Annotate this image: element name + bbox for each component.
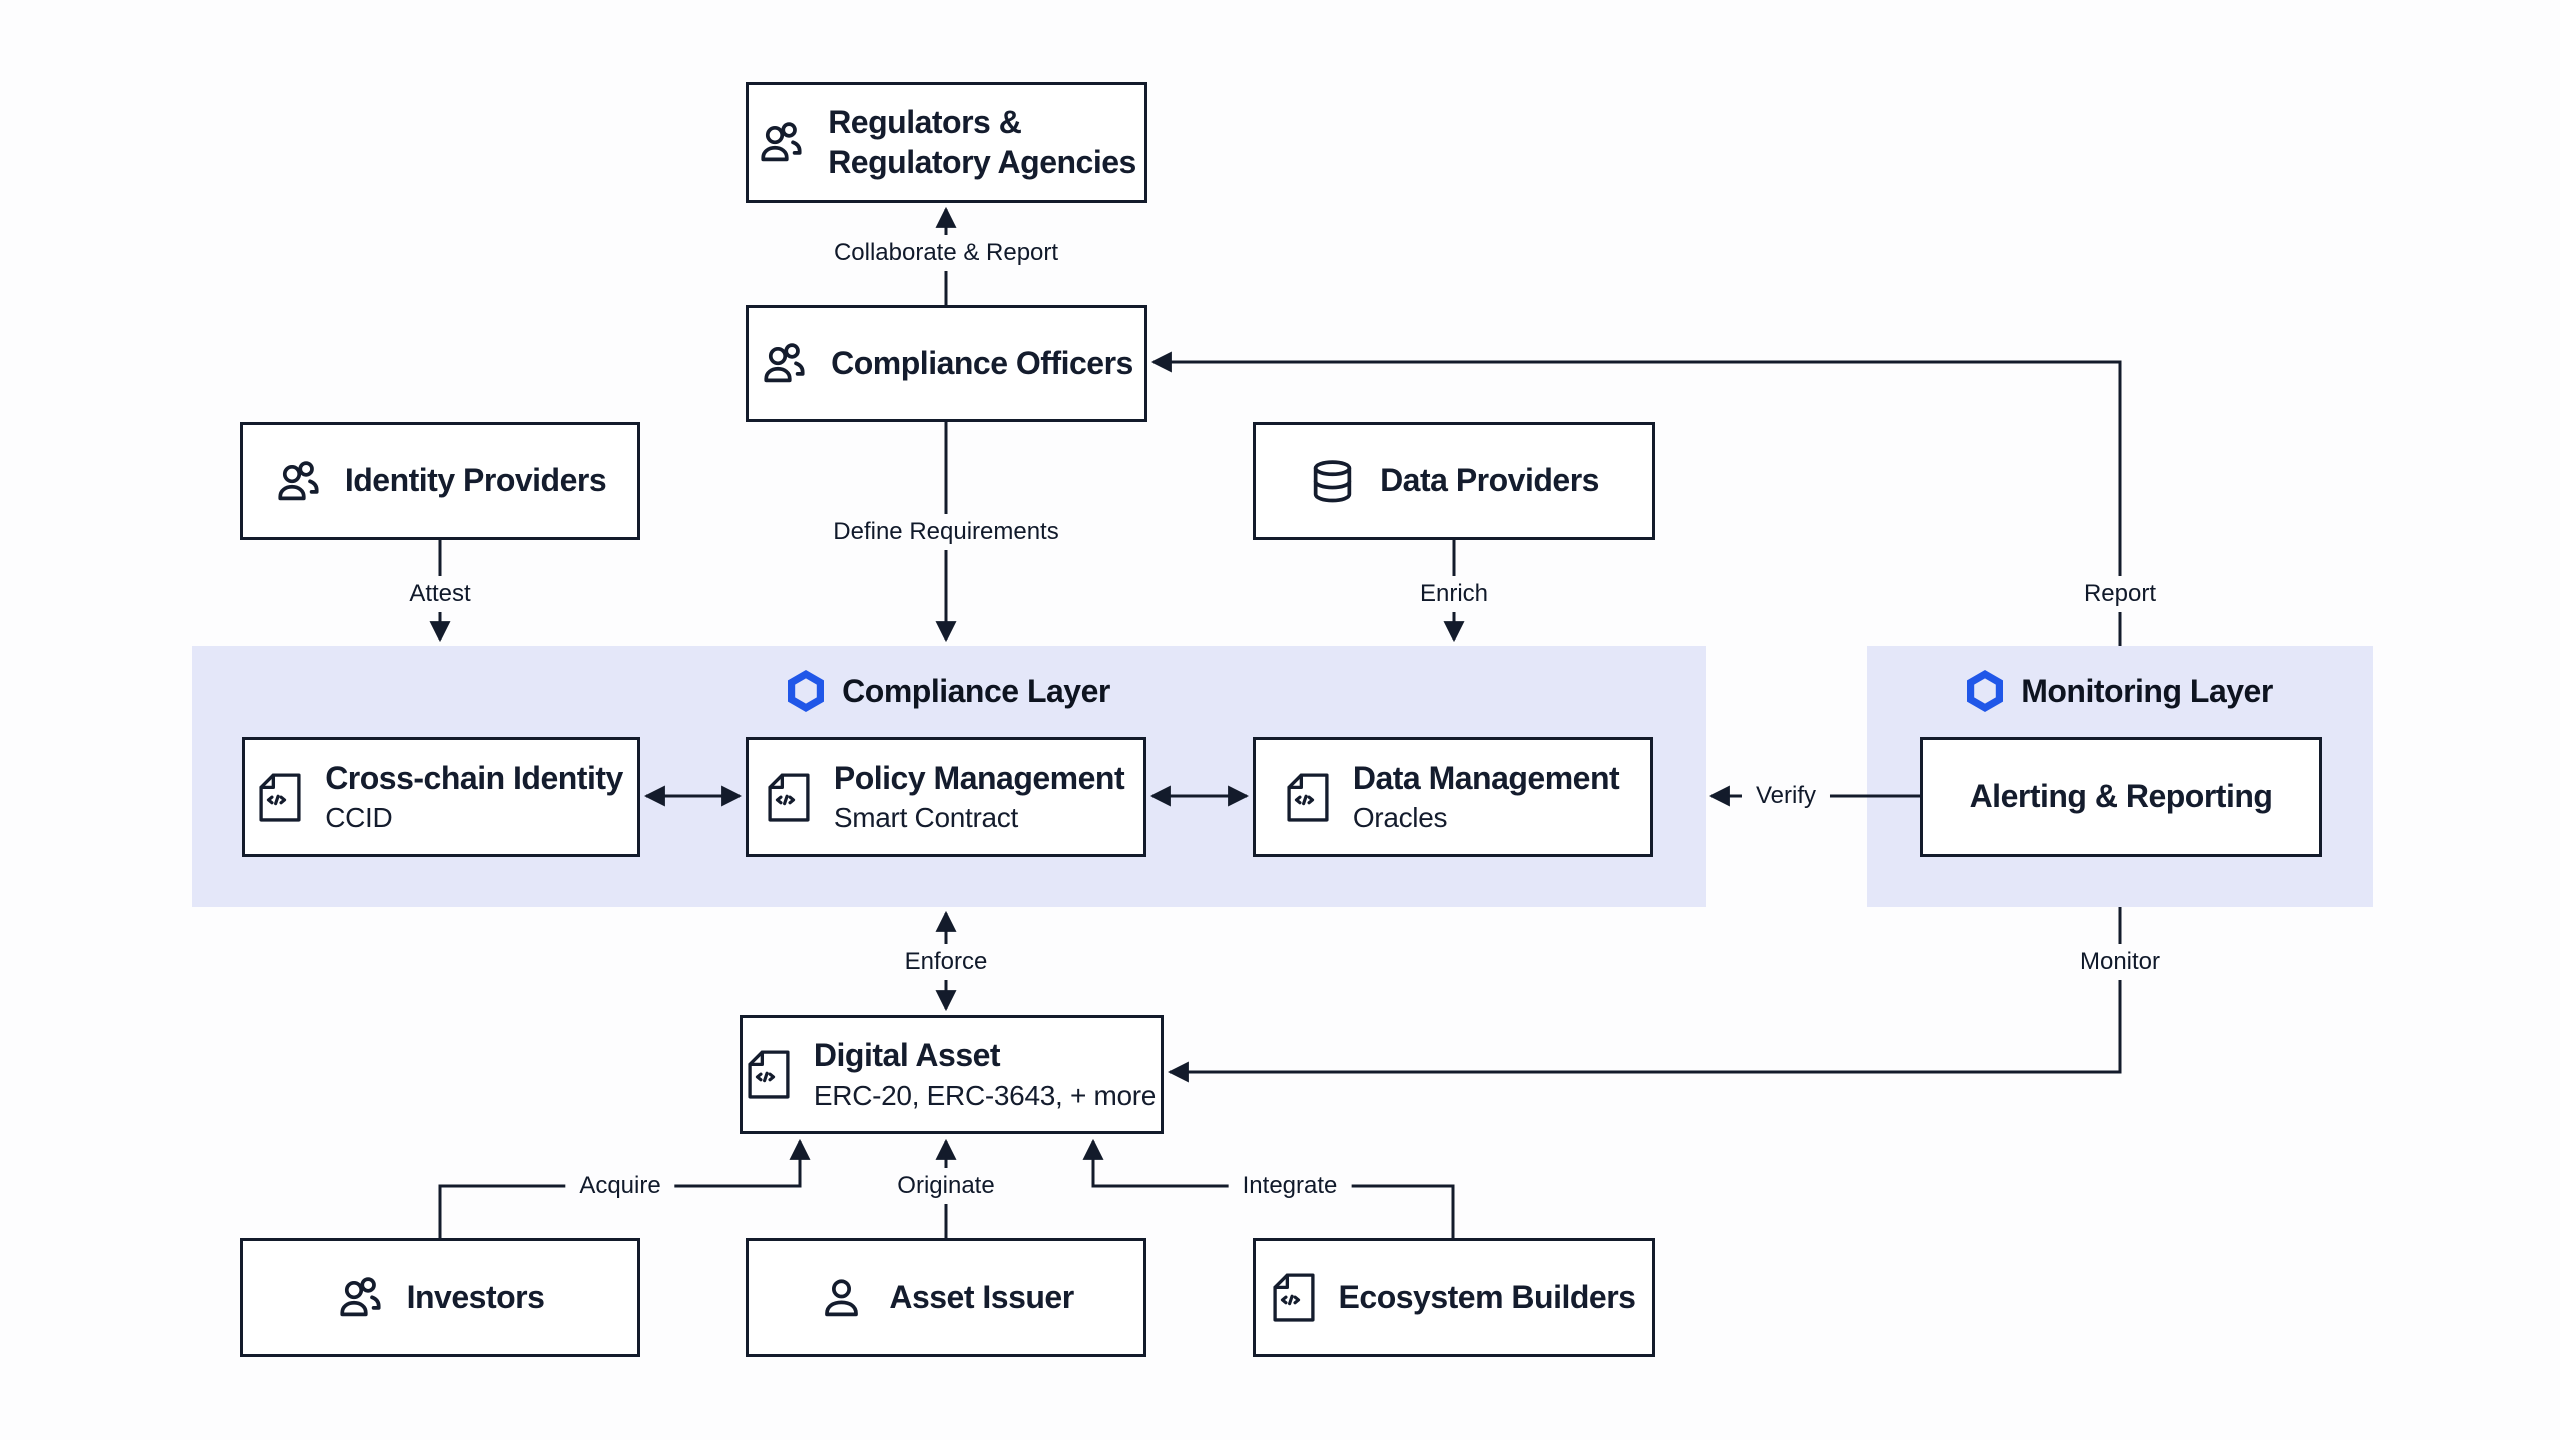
node-regulators: Regulators & Regulatory Agencies xyxy=(746,82,1147,203)
node-subtitle: Oracles xyxy=(1352,802,1448,834)
node-subtitle: ERC-20, ERC-3643, + more xyxy=(813,1079,1157,1111)
node-asset-issuer: Asset Issuer xyxy=(746,1238,1146,1357)
node-title: Ecosystem Builders xyxy=(1338,1278,1636,1315)
users-icon xyxy=(761,122,802,162)
node-policy-management: Policy Management Smart Contract xyxy=(746,737,1146,857)
edge-label-verify: Verify xyxy=(1741,778,1831,814)
node-title: Digital Asset xyxy=(813,1037,1001,1074)
node-investors: Investors xyxy=(240,1238,640,1357)
edge-label-monitor: Monitor xyxy=(2065,944,2175,980)
file-code-icon xyxy=(1287,772,1329,822)
edge-label-define-requirements: Define Requirements xyxy=(819,514,1073,550)
node-title-group: Data Management Oracles xyxy=(1352,759,1620,835)
monitoring-layer-title: Monitoring Layer xyxy=(1867,670,2373,712)
node-compliance-officers: Compliance Officers xyxy=(746,305,1147,422)
edge-label-acquire: Acquire xyxy=(565,1168,675,1204)
file-code-icon xyxy=(259,772,301,822)
node-identity-providers: Identity Providers xyxy=(240,422,640,540)
node-title: Data Management xyxy=(1352,759,1620,796)
node-title: Policy Management xyxy=(833,759,1125,796)
node-title-group: Regulators & Regulatory Agencies xyxy=(828,103,1136,181)
node-title-group: Policy Management Smart Contract xyxy=(833,759,1125,835)
users-icon xyxy=(340,1277,381,1317)
edge-label-attest: Attest xyxy=(395,576,485,612)
database-icon xyxy=(1313,459,1352,502)
users-icon xyxy=(278,460,319,500)
monitoring-layer-title-text: Monitoring Layer xyxy=(2021,672,2273,709)
node-ecosystem-builders: Ecosystem Builders xyxy=(1253,1238,1655,1357)
node-title: Compliance Officers xyxy=(831,344,1133,381)
edge-monitor-line xyxy=(1167,907,2122,1083)
node-title: Alerting & Reporting xyxy=(1969,778,2273,815)
node-title-group: Cross-chain Identity CCID xyxy=(325,759,623,835)
node-title-line1: Regulators & xyxy=(828,104,1022,141)
file-code-icon xyxy=(768,772,810,822)
node-title: Identity Providers xyxy=(344,462,607,499)
users-icon xyxy=(764,343,805,383)
edge-report-line xyxy=(1150,351,2122,646)
node-cross-chain-identity: Cross-chain Identity CCID xyxy=(242,737,640,857)
compliance-layer-title: Compliance Layer xyxy=(192,670,1706,712)
edge-label-enrich: Enrich xyxy=(1405,576,1503,612)
compliance-layer-title-text: Compliance Layer xyxy=(842,672,1110,709)
node-title: Cross-chain Identity xyxy=(325,759,623,796)
node-title: Asset Issuer xyxy=(889,1278,1074,1315)
node-digital-asset: Digital Asset ERC-20, ERC-3643, + more xyxy=(740,1015,1164,1134)
node-subtitle: Smart Contract xyxy=(833,802,1018,834)
edge-label-originate: Originate xyxy=(883,1168,1009,1204)
edge-label-enforce: Enforce xyxy=(890,944,1002,980)
node-data-providers: Data Providers xyxy=(1253,422,1655,540)
file-code-icon xyxy=(748,1050,790,1099)
node-title: Data Providers xyxy=(1380,462,1599,499)
node-title-line2: Regulatory Agencies xyxy=(828,143,1136,180)
edge-label-report: Report xyxy=(2069,576,2171,612)
node-title: Investors xyxy=(406,1278,545,1315)
file-code-icon xyxy=(1272,1273,1315,1322)
edge-label-collaborate-report: Collaborate & Report xyxy=(819,235,1073,271)
node-title-group: Digital Asset ERC-20, ERC-3643, + more xyxy=(814,1036,1156,1112)
node-data-management: Data Management Oracles xyxy=(1253,737,1653,857)
edge-label-integrate: Integrate xyxy=(1228,1168,1352,1204)
hexagon-logo-icon xyxy=(1967,670,2004,712)
node-subtitle: CCID xyxy=(325,802,393,834)
user-icon xyxy=(825,1279,859,1317)
node-alerting-reporting: Alerting & Reporting xyxy=(1920,737,2322,857)
hexagon-logo-icon xyxy=(788,670,825,712)
